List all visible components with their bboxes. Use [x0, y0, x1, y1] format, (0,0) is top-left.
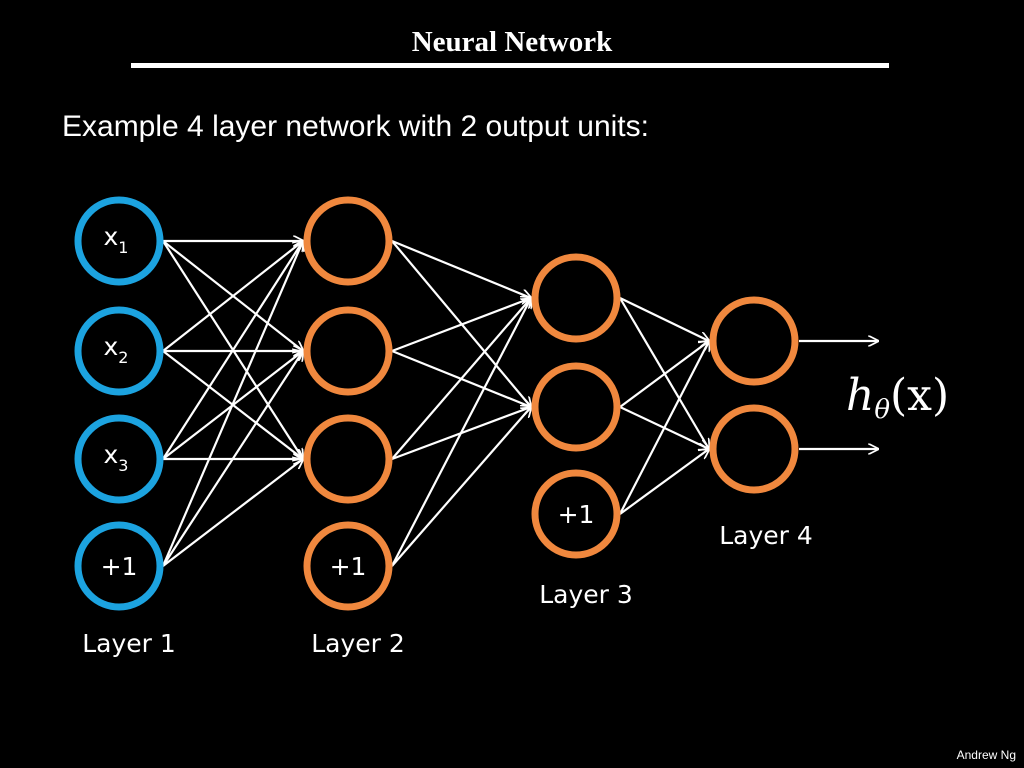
node-layer1-4-bias: +1 [74, 521, 164, 611]
layer-label-2: Layer 2 [311, 629, 405, 658]
edge-l1n2-l2n1 [162, 241, 303, 352]
layer-label-1: Layer 1 [82, 629, 176, 658]
node-layer4-1 [709, 296, 799, 386]
output-arrows [799, 341, 878, 449]
edge-l1n3-l2n1 [162, 241, 303, 460]
edges [161, 239, 709, 567]
title-underline [131, 63, 889, 68]
layer-labels: Layer 1 Layer 2 Layer 3 Layer 4 [82, 521, 813, 658]
edge-l2n1-l3n1 [391, 239, 531, 298]
nodes: x1 x2 x3 +1 +1 +1 [74, 196, 799, 611]
edge-l3n2-l4n1 [619, 341, 709, 408]
slide-subtitle: Example 4 layer network with 2 output un… [62, 110, 649, 143]
output-hypothesis: hθ(x) [846, 370, 949, 425]
node-layer1-2: x2 [74, 306, 164, 396]
edge-l2n2-l3n1 [391, 298, 531, 353]
node-label: +1 [330, 552, 367, 581]
footer-author: Andrew Ng [956, 748, 1016, 762]
node-layer3-3-bias: +1 [531, 469, 621, 559]
edge-l1n4-l2n1 [161, 241, 303, 567]
node-layer2-4-bias: +1 [303, 521, 393, 611]
edge-l2n4-l3n1 [391, 298, 531, 567]
node-label: +1 [101, 552, 138, 581]
node-layer2-3 [303, 414, 393, 504]
node-layer3-1 [531, 253, 621, 343]
slide-title: Neural Network [411, 26, 613, 58]
node-layer1-1: x1 [74, 196, 164, 286]
edge-l3n1-l4n1 [619, 297, 709, 341]
edge-l3n3-l4n2 [619, 449, 709, 515]
node-layer4-2 [709, 404, 799, 494]
layer-label-3: Layer 3 [539, 580, 633, 609]
layer-label-4: Layer 4 [719, 521, 813, 550]
node-layer2-2 [303, 306, 393, 396]
node-layer1-3: x3 [74, 414, 164, 504]
edge-l1n4-l2n2 [162, 351, 303, 567]
edge-l2n4-l3n2 [391, 407, 531, 567]
edge-l2n3-l3n1 [391, 298, 531, 460]
node-label: +1 [558, 500, 595, 529]
node-layer2-1 [303, 196, 393, 286]
edge-l3n3-l4n1 [619, 341, 709, 515]
node-layer3-2 [531, 362, 621, 452]
edge-l1n4-l2n3 [162, 459, 303, 567]
